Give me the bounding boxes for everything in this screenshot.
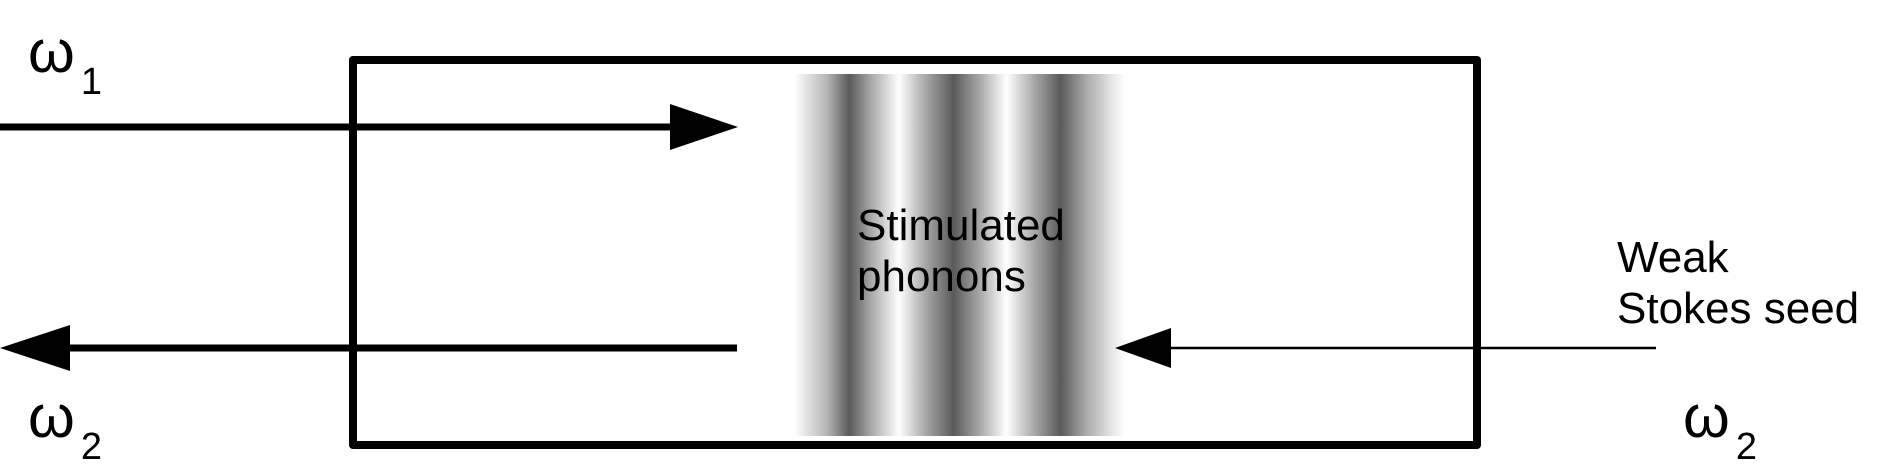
stokes-output-arrow bbox=[0, 325, 737, 371]
phonons-line-1: Stimulated bbox=[857, 201, 1065, 250]
stokes-output-arrowhead bbox=[0, 325, 70, 371]
stimulated-phonons-label: Stimulated phonons bbox=[857, 201, 1077, 301]
pump-beam-arrow bbox=[0, 104, 738, 150]
stokes-seed-arrowhead bbox=[1115, 328, 1171, 368]
phonon-fringe-pattern bbox=[795, 74, 1125, 436]
medium-box bbox=[349, 56, 1481, 449]
weak-stokes-seed-label: Weak Stokes seed bbox=[1617, 233, 1859, 333]
seed-line-1: Weak bbox=[1617, 233, 1730, 282]
stokes-seed-arrow bbox=[1115, 328, 1656, 368]
phonons-line-2: phonons bbox=[857, 252, 1026, 301]
pump-arrowhead bbox=[670, 104, 738, 150]
seed-line-2: Stokes seed bbox=[1617, 284, 1859, 333]
